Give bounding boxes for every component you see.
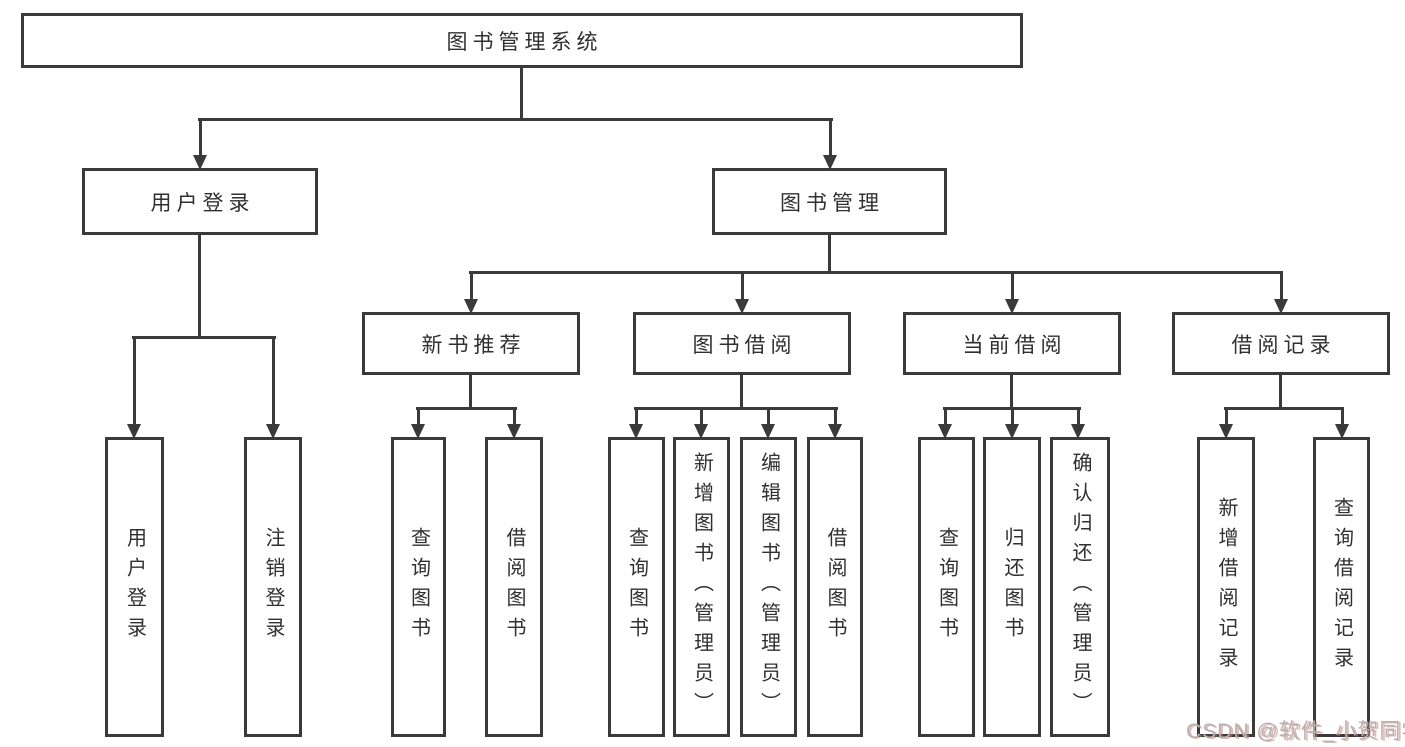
csdn-watermark: CSDN @软件_小贺同学 — [1186, 720, 1405, 743]
leaf-query-books-1: 查询图书 — [391, 437, 446, 737]
node-root-label: 图书管理系统 — [446, 30, 603, 54]
leaf-query-books-1-label: 查询图书 — [407, 527, 430, 647]
leaf-query-books-2: 查询图书 — [608, 437, 665, 737]
node-user-login: 用户登录 — [82, 168, 318, 235]
leaf-query-borrow-record-label: 查询借阅记录 — [1330, 497, 1353, 677]
edge-root-rail — [198, 118, 833, 121]
node-book-borrowing: 图书借阅 — [633, 312, 851, 375]
leaf-confirm-return-admin: 确认归还（管理员） — [1050, 437, 1110, 737]
edge-new-book-rec-rail — [416, 407, 517, 410]
node-current-borrowing: 当前借阅 — [903, 312, 1121, 375]
edge-user-login-rail — [132, 336, 276, 339]
leaf-query-borrow-record: 查询借阅记录 — [1313, 437, 1370, 737]
edge-book-borrow-rail — [634, 407, 838, 410]
edge-book-mgmt-rail — [469, 271, 1283, 274]
edge-book-mgmt-stem — [828, 233, 831, 274]
leaf-logout: 注销登录 — [244, 437, 302, 737]
leaf-add-books-admin-label: 新增图书（管理员） — [690, 452, 713, 722]
leaf-return-books-label: 归还图书 — [1001, 527, 1023, 647]
node-new-book-recommendation: 新书推荐 — [362, 312, 580, 375]
leaf-borrow-books-2: 借阅图书 — [807, 437, 863, 737]
leaf-return-books: 归还图书 — [983, 437, 1041, 737]
node-new-book-recommendation-label: 新书推荐 — [421, 333, 526, 357]
leaf-add-borrow-record-label: 新增借阅记录 — [1215, 497, 1237, 677]
leaf-query-books-3: 查询图书 — [918, 437, 975, 737]
node-book-management: 图书管理 — [712, 168, 947, 235]
leaf-edit-books-admin-label: 编辑图书（管理员） — [757, 452, 780, 722]
edge-user-login-stem — [198, 233, 201, 339]
node-borrowing-records: 借阅记录 — [1172, 312, 1390, 375]
edge-root-stem — [520, 66, 523, 121]
leaf-logout-label: 注销登录 — [262, 527, 284, 647]
leaf-user-login: 用户登录 — [105, 437, 164, 737]
leaf-user-login-label: 用户登录 — [123, 527, 146, 647]
leaf-add-borrow-record: 新增借阅记录 — [1197, 437, 1255, 737]
edge-book-borrow-stem — [740, 373, 743, 410]
node-current-borrowing-label: 当前借阅 — [962, 333, 1067, 357]
leaf-edit-books-admin: 编辑图书（管理员） — [740, 437, 797, 737]
leaf-add-books-admin: 新增图书（管理员） — [673, 437, 730, 737]
leaf-query-books-2-label: 查询图书 — [625, 527, 648, 647]
edge-new-book-rec-stem — [469, 373, 472, 410]
leaf-borrow-books-1-label: 借阅图书 — [503, 527, 525, 647]
node-borrowing-records-label: 借阅记录 — [1231, 333, 1336, 357]
leaf-borrow-books-2-label: 借阅图书 — [824, 527, 846, 647]
edge-borrow-record-stem — [1279, 373, 1282, 410]
leaf-borrow-books-1: 借阅图书 — [485, 437, 543, 737]
leaf-confirm-return-admin-label: 确认归还（管理员） — [1069, 452, 1091, 722]
node-root: 图书管理系统 — [21, 13, 1023, 68]
leaf-query-books-3-label: 查询图书 — [935, 527, 958, 647]
node-book-borrowing-label: 图书借阅 — [692, 333, 797, 357]
node-book-management-label: 图书管理 — [780, 191, 884, 215]
edge-borrow-record-rail — [1224, 407, 1344, 410]
edge-current-borrow-stem — [1010, 373, 1013, 410]
node-user-login-label: 用户登录 — [150, 191, 255, 215]
